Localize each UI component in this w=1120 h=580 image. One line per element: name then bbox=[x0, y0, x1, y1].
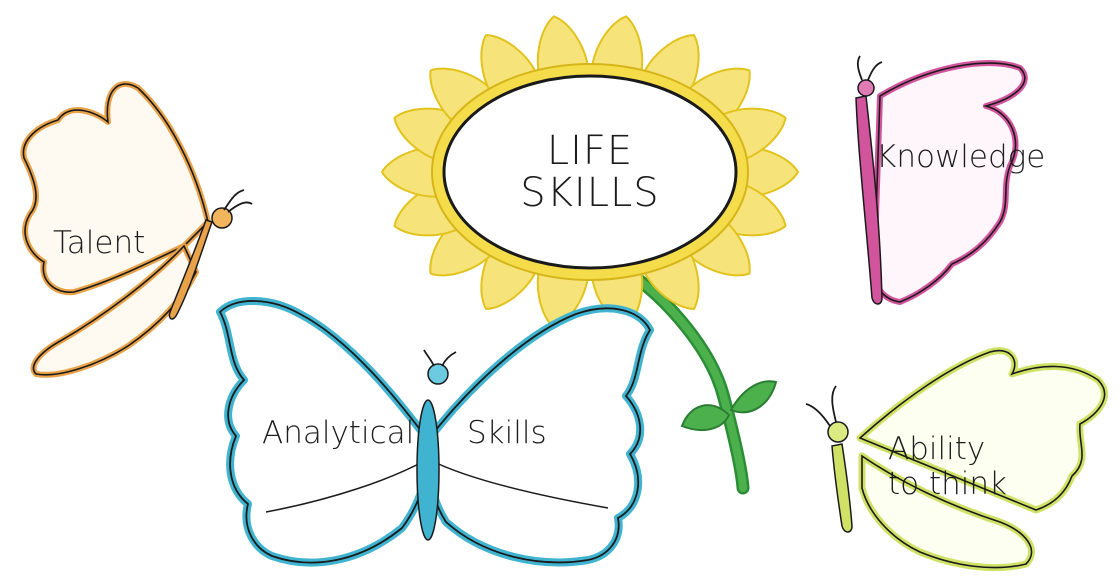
center-label-line-1: LIFE bbox=[546, 128, 634, 174]
ability-label-line-2: to think bbox=[888, 465, 1007, 502]
analytical-label: Analytical bbox=[262, 415, 415, 451]
knowledge-body bbox=[855, 95, 883, 305]
leaf-right bbox=[729, 380, 778, 414]
leaf-left bbox=[680, 404, 731, 431]
ability-label-line-1: Ability bbox=[888, 431, 986, 467]
center-label-line-2: SKILLS bbox=[520, 170, 660, 216]
talent-label: Talent bbox=[53, 225, 146, 261]
knowledge-butterfly bbox=[855, 55, 1028, 305]
center-label: LIFE SKILLS bbox=[490, 130, 690, 214]
knowledge-head bbox=[857, 79, 875, 97]
flower-center-disc bbox=[442, 74, 738, 270]
analytical-skills-butterfly bbox=[216, 297, 654, 567]
petal bbox=[429, 67, 497, 132]
petal bbox=[683, 212, 751, 277]
ability-head bbox=[827, 421, 849, 443]
skills-label: Skills bbox=[467, 415, 547, 451]
flower-stem bbox=[621, 265, 778, 495]
analytical-body bbox=[416, 399, 440, 541]
talent-head bbox=[211, 207, 233, 229]
analytical-head bbox=[427, 363, 449, 385]
ability-butterfly bbox=[805, 347, 1108, 572]
ability-label: Ability to think bbox=[888, 432, 1007, 501]
talent-butterfly bbox=[20, 81, 253, 378]
ability-body bbox=[831, 443, 853, 533]
knowledge-label: Knowledge bbox=[876, 139, 1046, 175]
flower-head bbox=[380, 15, 800, 329]
talent-body bbox=[168, 219, 213, 320]
